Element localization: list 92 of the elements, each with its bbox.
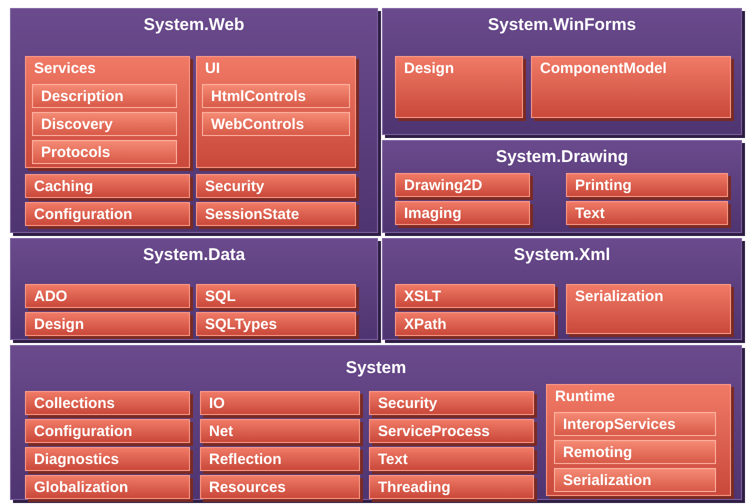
namespace-box <box>369 447 534 471</box>
namespace-box <box>25 174 190 198</box>
namespace-box <box>200 391 360 415</box>
box-label: Net <box>209 423 234 440</box>
namespace-box <box>196 312 356 336</box>
box-label: Globalization <box>34 479 128 496</box>
box-label: Collections <box>34 395 115 412</box>
box-label: Resources <box>209 479 286 496</box>
namespace-box <box>32 112 177 136</box>
namespace-box <box>25 202 190 226</box>
box-label: Threading <box>378 479 451 496</box>
box-label: Serialization <box>563 472 652 489</box>
box-label: Description <box>41 88 124 105</box>
box-label: Reflection <box>209 451 282 468</box>
namespace-box <box>395 56 523 118</box>
namespace-panel <box>10 345 742 500</box>
box-label: Protocols <box>41 144 110 161</box>
box-label: Security <box>205 178 264 195</box>
namespace-box <box>395 201 530 225</box>
namespace-box <box>369 419 534 443</box>
namespace-panel <box>10 8 378 233</box>
namespace-box <box>369 475 534 499</box>
box-label: Remoting <box>563 444 632 461</box>
namespace-box <box>554 468 716 492</box>
box-label: Diagnostics <box>34 451 120 468</box>
box-label: Security <box>378 395 438 412</box>
namespace-panel <box>382 140 742 233</box>
namespace-box <box>395 312 555 336</box>
box-label: Imaging <box>404 205 462 222</box>
namespace-box <box>531 56 731 118</box>
namespace-box <box>25 419 190 443</box>
box-label: Discovery <box>41 116 113 133</box>
namespace-panel <box>10 238 378 340</box>
namespace-panel <box>382 8 742 135</box>
box-label: Design <box>34 316 84 333</box>
namespace-box <box>202 84 350 108</box>
namespace-box <box>554 440 716 464</box>
box-label: Printing <box>575 177 632 194</box>
box-label: Runtime <box>555 388 615 405</box>
namespace-box <box>196 174 356 198</box>
panel-title: System.Drawing <box>494 147 630 167</box>
namespace-box <box>554 412 716 436</box>
namespace-box <box>32 84 177 108</box>
box-label: Text <box>575 205 605 222</box>
box-label: Caching <box>34 178 94 195</box>
box-label: SessionState <box>205 206 300 223</box>
box-label: Configuration <box>34 206 132 223</box>
namespace-box <box>196 202 356 226</box>
namespace-box <box>200 475 360 499</box>
namespace-box <box>25 391 190 415</box>
panel-title: System <box>344 358 408 378</box>
namespace-box <box>25 284 190 308</box>
namespace-box <box>32 140 177 164</box>
namespace-box <box>196 284 356 308</box>
box-label: ComponentModel <box>540 60 667 77</box>
namespace-box <box>202 112 350 136</box>
panel-title: System.WinForms <box>486 15 638 35</box>
box-label: InteropServices <box>563 416 676 433</box>
namespace-box <box>200 419 360 443</box>
panel-title: System.Data <box>142 245 246 265</box>
box-label: Design <box>404 60 454 77</box>
box-label: Configuration <box>34 423 132 440</box>
box-label: Drawing2D <box>404 177 482 194</box>
namespace-box <box>25 447 190 471</box>
box-label: UI <box>205 60 220 77</box>
box-label: HtmlControls <box>211 88 306 105</box>
panel-title: System.Web <box>142 15 246 35</box>
box-label: Text <box>378 451 408 468</box>
namespace-box <box>25 312 190 336</box>
namespace-box <box>25 475 190 499</box>
namespace-box <box>196 56 356 168</box>
box-label: XPath <box>404 316 447 333</box>
box-label: WebControls <box>211 116 304 133</box>
box-label: ADO <box>34 288 68 305</box>
box-label: XSLT <box>404 288 442 305</box>
namespace-box <box>25 56 190 168</box>
box-label: Services <box>34 60 96 77</box>
panel-title: System.Xml <box>512 245 612 265</box>
namespace-box <box>546 384 731 496</box>
namespace-box <box>369 391 534 415</box>
box-label: SQLTypes <box>205 316 277 333</box>
namespace-box <box>395 284 555 308</box>
namespace-box <box>566 173 728 197</box>
box-label: ServiceProcess <box>378 423 490 440</box>
box-label: Serialization <box>575 288 664 305</box>
namespace-panel <box>382 238 742 340</box>
box-label: IO <box>209 395 225 412</box>
namespace-box <box>566 284 731 334</box>
box-label: SQL <box>205 288 236 305</box>
namespace-box <box>566 201 728 225</box>
namespace-box <box>200 447 360 471</box>
namespace-box <box>395 173 530 197</box>
